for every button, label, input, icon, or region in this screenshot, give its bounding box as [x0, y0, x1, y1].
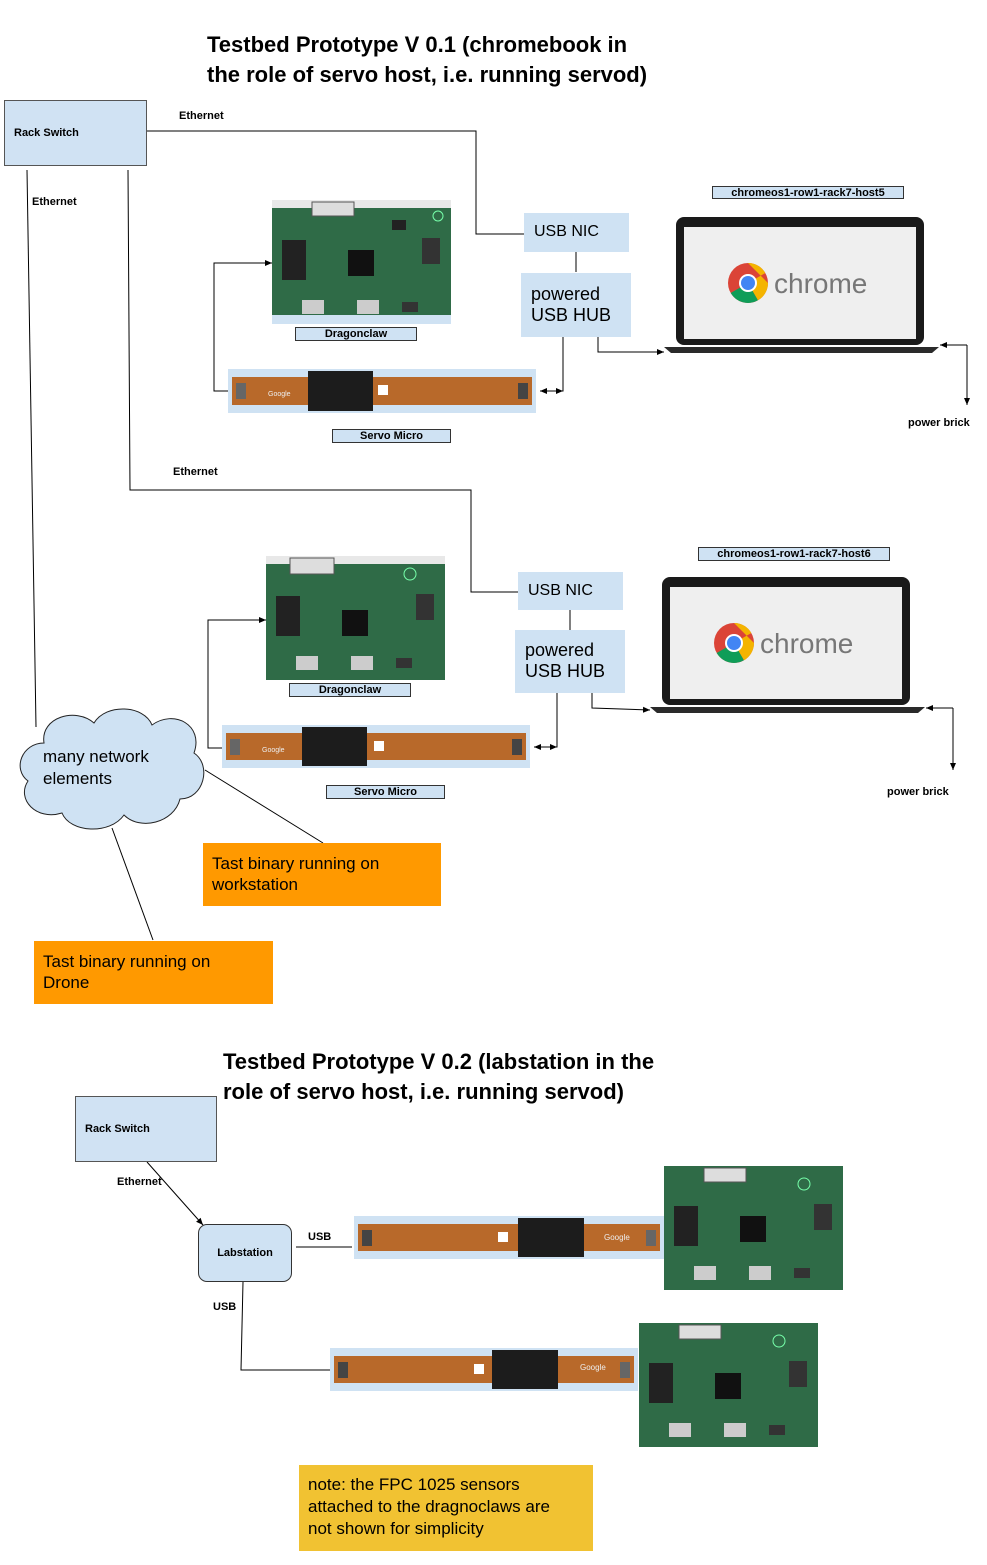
svg-text:Google: Google [262, 747, 285, 754]
network-cloud-shape [19, 708, 205, 830]
power-brick-label-2: power brick [887, 786, 949, 798]
host5-name-tag: chromeos1-row1-rack7-host5 [712, 186, 904, 199]
dragonclaw-label-2: Dragonclaw [289, 683, 411, 697]
dragonclaw-board-2 [266, 556, 445, 680]
usb-label-1: USB [308, 1231, 332, 1243]
top-title: Testbed Prototype V 0.1 (chromebook in t… [207, 32, 648, 87]
servo-micro-board-1: Google [228, 369, 536, 413]
tast-drone-box: Tast binary running on Drone [34, 941, 273, 1004]
bottom-title: Testbed Prototype V 0.2 (labstation in t… [223, 1049, 655, 1104]
ethernet-label-3: Ethernet [173, 466, 218, 478]
servo-micro-board-2: Google [222, 725, 530, 768]
dragonclaw-label-1: Dragonclaw [295, 327, 417, 341]
bottom-ethernet-label: Ethernet [117, 1176, 162, 1188]
dragonclaw-board-1 [272, 200, 451, 324]
servo-micro-label-1: Servo Micro [332, 429, 451, 443]
bottom-rack-switch: Rack Switch [75, 1096, 217, 1162]
chromebook-laptop-1: chrome [664, 217, 939, 353]
svg-text:Google: Google [580, 1363, 606, 1372]
usb-nic-2: USB NIC [518, 572, 623, 610]
note-box: note: the FPC 1025 sensors attached to t… [299, 1465, 593, 1551]
chrome-wordmark-2: chrome [760, 628, 853, 659]
network-cloud-label: many network elements [43, 747, 149, 788]
bottom-servo-micro-2: Google [330, 1348, 638, 1391]
labstation-box: Labstation [198, 1224, 292, 1282]
ethernet-label-2: Ethernet [32, 196, 77, 208]
ethernet-label-1: Ethernet [179, 110, 224, 122]
host6-name-tag: chromeos1-row1-rack7-host6 [698, 547, 890, 561]
bottom-dragonclaw-1 [664, 1166, 843, 1290]
usb-hub-1: powered USB HUB [521, 273, 631, 337]
svg-text:Google: Google [268, 391, 291, 398]
tast-workstation-box: Tast binary running on workstation [203, 843, 441, 906]
svg-text:Google: Google [604, 1233, 630, 1242]
top-rack-switch: Rack Switch [4, 100, 147, 166]
bottom-dragonclaw-2 [639, 1323, 818, 1447]
power-brick-label-1: power brick [908, 417, 970, 429]
usb-nic-1: USB NIC [524, 213, 629, 252]
chromebook-laptop-2: chrome [650, 577, 925, 713]
chrome-wordmark-1: chrome [774, 268, 867, 299]
bottom-servo-micro-1: Google [354, 1216, 664, 1259]
usb-label-2: USB [213, 1301, 237, 1313]
servo-micro-label-2: Servo Micro [326, 785, 445, 799]
usb-hub-2: powered USB HUB [515, 630, 625, 693]
